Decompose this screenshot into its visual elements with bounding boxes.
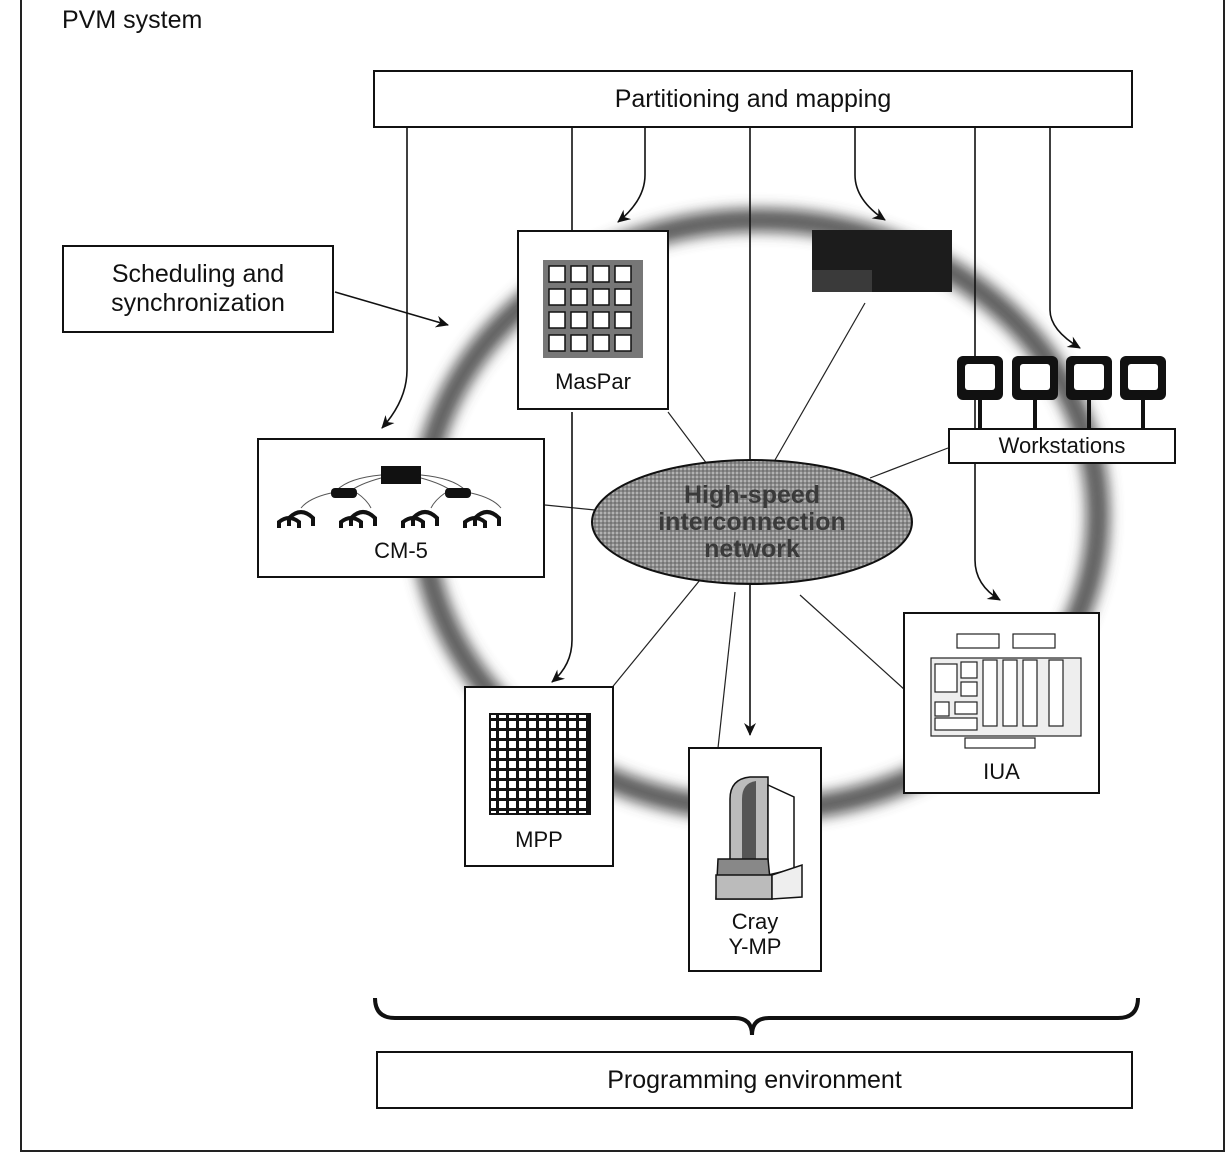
partitioning-mapping-box: Partitioning and mapping [373,70,1133,128]
cray-node: Cray Y-MP [688,747,822,972]
network-label-line3: network [704,534,800,563]
maspar-node: MasPar [517,230,669,410]
figure-frame [20,0,1225,1152]
scheduling-box: Scheduling and synchronization [62,245,334,333]
scheduling-label-line1: Scheduling and [111,260,285,288]
network-label: High-speed interconnection network [592,472,912,572]
cray-tower-icon [715,776,803,900]
cray-label-line1: Cray [731,909,779,934]
mpp-label: MPP [515,827,563,852]
workstation-monitors [957,356,1166,428]
cray-label-line2: Y-MP [728,934,782,959]
cray-label: Cray Y-MP [690,909,820,959]
workstations-box: Workstations [948,428,1176,464]
network-label-line1: High-speed [683,480,821,509]
cm5-node: CM-5 [257,438,545,578]
figure-title: PVM system [62,6,203,34]
mpp-node: MPP [464,686,614,867]
iua-node: IUA [903,612,1100,794]
programming-environment-box: Programming environment [376,1051,1133,1109]
cm5-label: CM-5 [374,538,428,563]
cm5-tree-icon [277,466,502,528]
programming-environment-label: Programming environment [607,1065,902,1094]
partitioning-mapping-label: Partitioning and mapping [614,84,892,113]
maspar-label: MasPar [555,369,631,394]
iua-label: IUA [983,759,1020,784]
mapping-arrows [334,128,1081,736]
mpp-grid-icon [489,713,591,815]
network-links [544,302,949,749]
iua-board-icon [930,633,1082,749]
black-machine-shade [812,270,872,292]
network-label-line2: interconnection [658,507,846,536]
scheduling-label-line2: synchronization [111,289,285,317]
maspar-grid-icon [543,260,643,358]
workstations-label: Workstations [998,433,1126,458]
brace [373,997,1140,1036]
network-ellipse [591,459,913,585]
